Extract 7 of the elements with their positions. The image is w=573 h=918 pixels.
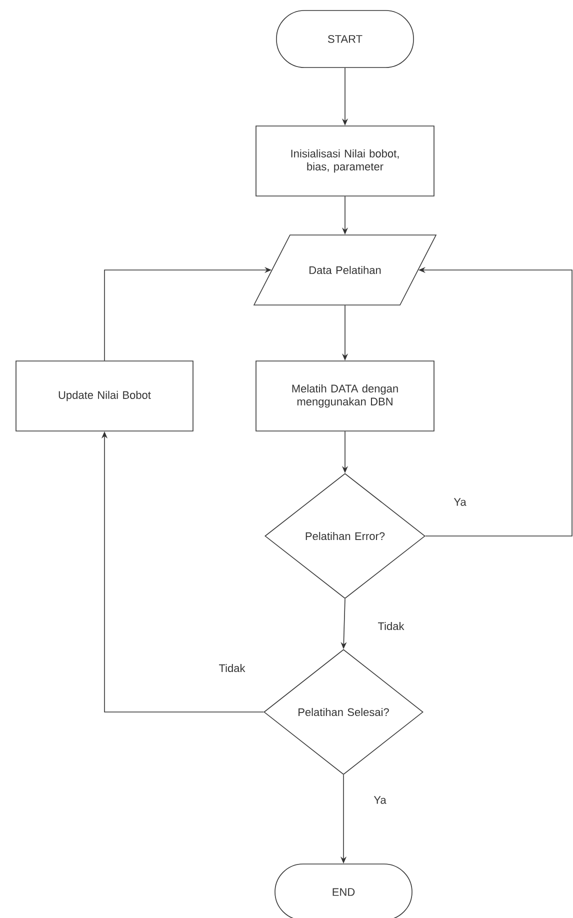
process-box: Melatih DATA dengan menggunakan DBN (256, 360, 434, 432)
process-box: Update Nilai Bobot (16, 360, 194, 432)
process-box: Inisialisasi Nilai bobot, bias, parameter (256, 126, 434, 196)
edge-label: Tidak (218, 662, 246, 674)
edge-label: Ya (452, 497, 468, 507)
edge-label: Ya (372, 795, 388, 805)
edge-label: Tidak (376, 620, 406, 632)
